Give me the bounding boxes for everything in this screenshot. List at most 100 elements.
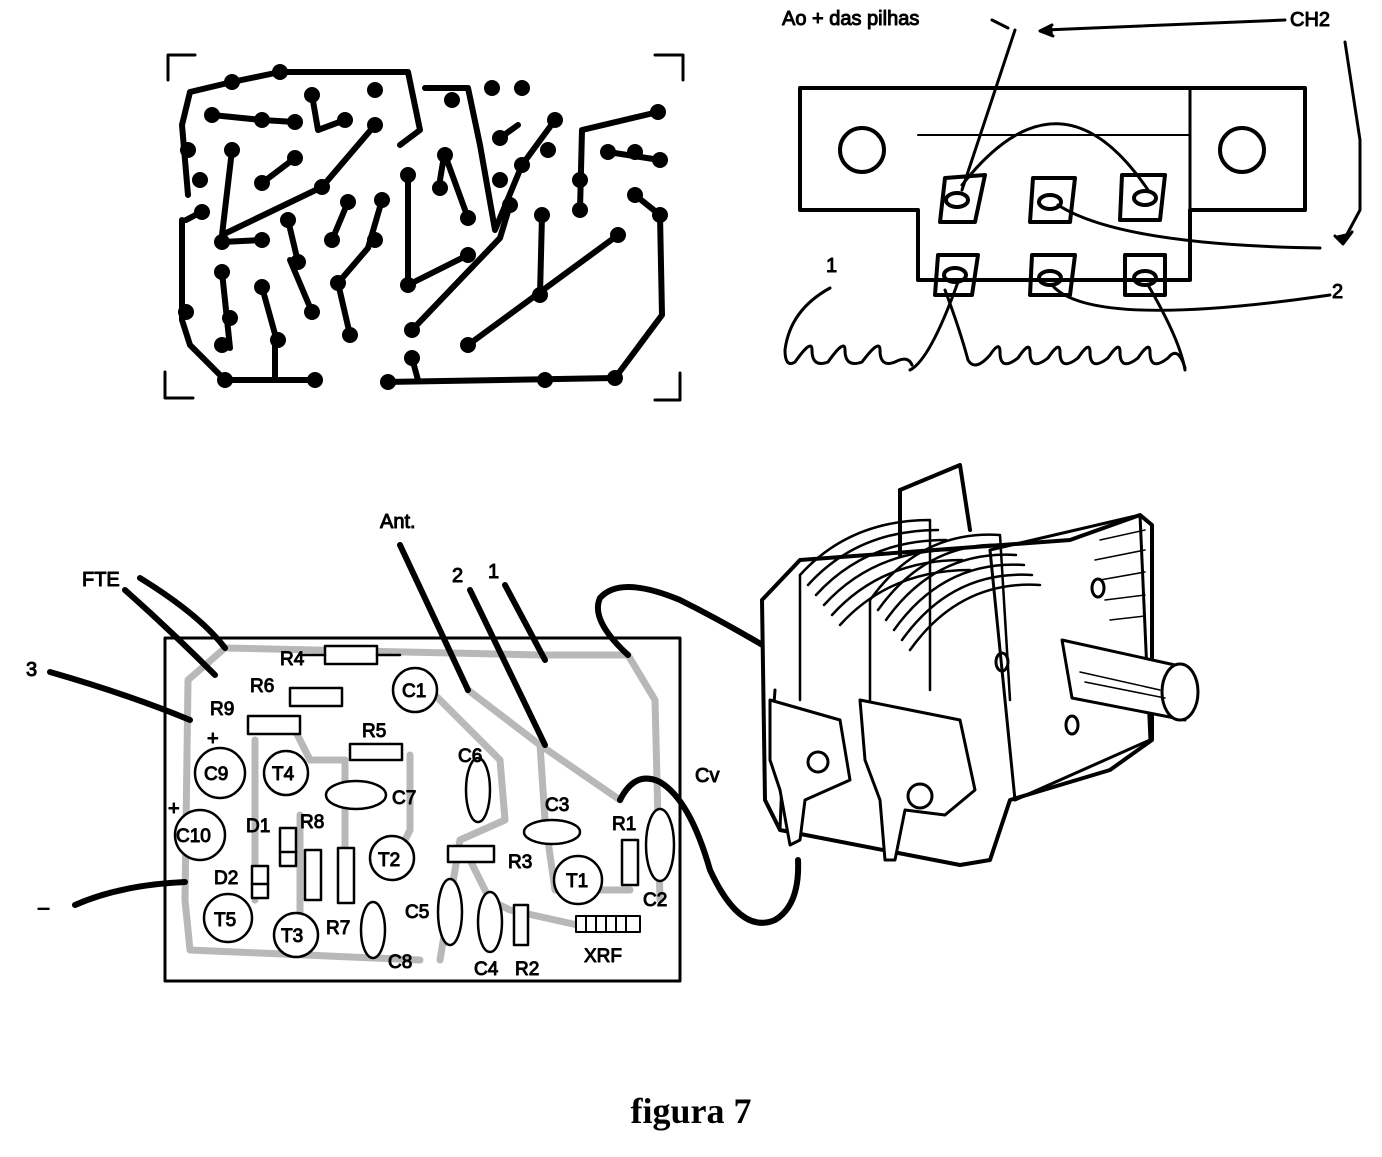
- variable-capacitor-cv: [760, 463, 1200, 867]
- wire-minus: [72, 879, 188, 908]
- wire-1: [502, 582, 548, 663]
- cv-terminals: [768, 698, 977, 862]
- label-d2: D2: [214, 868, 238, 889]
- resistor-r8: [303, 848, 323, 902]
- label-wire-3: 3: [26, 659, 37, 681]
- label-c4: C4: [474, 959, 499, 980]
- capacitor-c9: [193, 746, 247, 800]
- label-c3: C3: [545, 795, 569, 816]
- label-t2: T2: [378, 850, 400, 871]
- label-r1: R1: [612, 814, 636, 835]
- label-c7: C7: [392, 788, 416, 809]
- label-t3: T3: [281, 926, 303, 947]
- figure-caption: figura 7: [630, 1091, 752, 1131]
- solder-pads: [178, 64, 668, 390]
- capacitor-c6: [464, 756, 492, 824]
- diode-d1: [278, 826, 298, 868]
- resistor-r4: [323, 644, 379, 666]
- diodes: [250, 826, 298, 900]
- label-fte: FTE: [82, 569, 120, 591]
- label-xrf: XRF: [584, 946, 622, 967]
- wire-3: [47, 669, 193, 723]
- cv-plates: [798, 518, 1042, 712]
- switch-terminals: [933, 173, 1167, 297]
- resistor-r2: [512, 903, 530, 947]
- capacitor-c7: [324, 779, 388, 811]
- transistor-t5: [202, 892, 254, 944]
- capacitor-c5: [436, 877, 464, 947]
- label-c1: C1: [402, 681, 426, 702]
- resistors: [246, 644, 640, 947]
- label-r5: R5: [362, 721, 386, 742]
- switch-body: [916, 86, 1192, 282]
- label-t4: T4: [272, 764, 295, 785]
- cv-side-plate: [988, 513, 1152, 802]
- label-c5: C5: [405, 902, 429, 923]
- resistor-r1: [620, 838, 640, 887]
- label-t5: T5: [214, 910, 236, 931]
- crop-mark-top-left: [166, 53, 197, 82]
- crop-mark-bottom-right: [653, 371, 682, 402]
- label-minus: –: [38, 897, 50, 919]
- label-c10: C10: [176, 826, 211, 847]
- transistors: [202, 749, 604, 959]
- coil-1: [783, 286, 914, 367]
- resistor-r9: [246, 714, 302, 736]
- label-c9: C9: [204, 764, 228, 785]
- wire-fte-a: [137, 575, 228, 651]
- svg-text:+: +: [168, 798, 180, 820]
- transistor-t2: [368, 834, 416, 882]
- slide-switch-ch2: Ao + das pilhas CH2 1 2: [782, 8, 1362, 372]
- label-r6: R6: [250, 676, 274, 697]
- transistor-t1: [552, 854, 604, 906]
- label-ant: Ant.: [380, 511, 416, 533]
- label-cv: Cv: [695, 765, 719, 787]
- label-c2: C2: [643, 890, 667, 911]
- transistor-t3: [272, 911, 320, 959]
- label-battery-plus: Ao + das pilhas: [782, 8, 919, 30]
- resistor-r7: [336, 846, 356, 905]
- capacitor-c10: [173, 808, 227, 862]
- transistor-t4: [262, 749, 310, 797]
- wire-2: [467, 587, 548, 748]
- wire-ant: [397, 542, 471, 693]
- label-r8: R8: [300, 812, 324, 833]
- rf-choke-xrf: [575, 915, 641, 933]
- component-board: + + FTE 3 – Ant. 2 1 Cv R4 R6 R9 C1 R5 C…: [26, 511, 853, 983]
- capacitor-c8: [359, 900, 387, 960]
- board-outline: [163, 636, 682, 983]
- switch-wires: [783, 18, 1362, 372]
- crop-mark-bottom-left: [163, 370, 195, 400]
- label-d1: D1: [246, 816, 270, 837]
- svg-text:+: +: [207, 728, 219, 750]
- label-t1: T1: [566, 871, 588, 892]
- mounting-hole-right: [1218, 126, 1266, 174]
- resistor-r5: [348, 742, 404, 762]
- label-coil-1: 1: [826, 255, 837, 277]
- label-ch2: CH2: [1290, 9, 1330, 31]
- arrow-ch2-right: [1343, 40, 1362, 240]
- label-r4: R4: [280, 649, 305, 670]
- arrow-ch2-top: [1043, 18, 1287, 32]
- capacitor-c3: [522, 818, 582, 846]
- wire-fte-b: [122, 587, 218, 678]
- mounting-hole-left: [838, 126, 886, 174]
- label-r7: R7: [326, 918, 350, 939]
- label-r2: R2: [515, 959, 539, 980]
- pcb-trace-layout: [163, 53, 685, 402]
- label-c6: C6: [458, 746, 482, 767]
- crop-mark-top-right: [653, 53, 685, 82]
- label-coil-2: 2: [1332, 281, 1343, 303]
- wire-cv: [617, 775, 802, 926]
- copper-traces: [179, 69, 665, 385]
- capacitors: [173, 666, 676, 960]
- capacitor-c2: [644, 807, 676, 883]
- switch-mounting-plate: [798, 86, 1307, 282]
- external-wires: [47, 542, 853, 926]
- capacitor-c1: [391, 666, 439, 714]
- resistor-r6: [288, 686, 344, 708]
- label-wire-2: 2: [452, 565, 463, 587]
- label-r3: R3: [508, 852, 532, 873]
- label-r9: R9: [210, 699, 234, 720]
